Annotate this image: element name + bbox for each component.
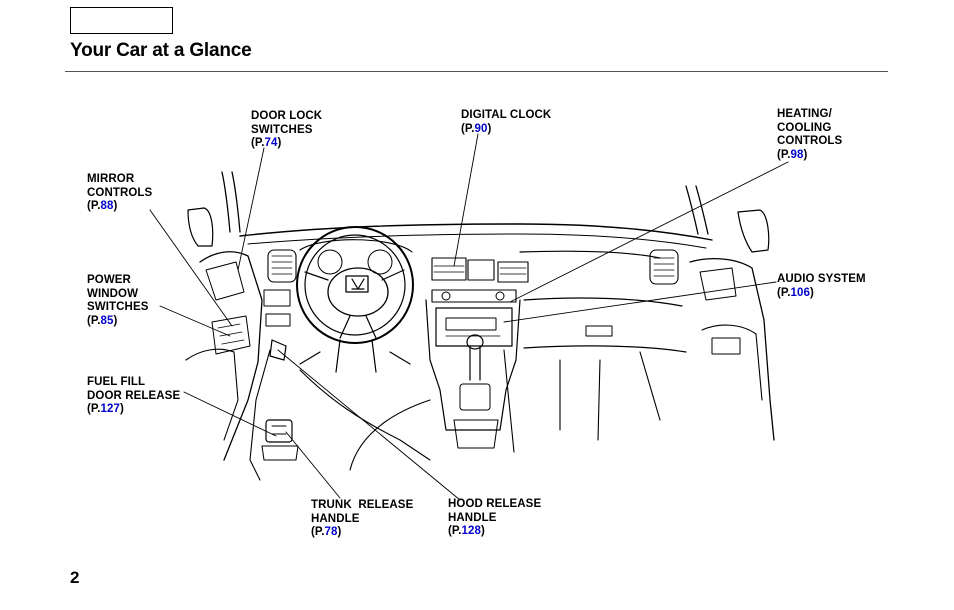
- callout-line: COOLING: [777, 121, 832, 134]
- page-ref: (P.127): [87, 403, 124, 415]
- callout-line: CONTROLS: [777, 135, 843, 147]
- callout-line: WINDOW: [87, 287, 139, 300]
- callout-fuel-fill-door-release: FUEL FILL DOOR RELEASE (P.127): [87, 376, 180, 417]
- callout-line: HOOD RELEASE: [448, 498, 542, 510]
- page-ref: (P.128): [448, 525, 485, 537]
- callout-line: HANDLE: [448, 511, 497, 524]
- page-ref-link[interactable]: 90: [474, 122, 488, 135]
- callout-line: DOOR RELEASE: [87, 389, 181, 402]
- page-ref-link[interactable]: 78: [324, 526, 338, 538]
- page-ref-link[interactable]: 128: [461, 525, 482, 537]
- page-title: Your Car at a Glance: [70, 40, 252, 61]
- page-ref-link[interactable]: 98: [790, 148, 804, 161]
- page-ref-link[interactable]: 88: [100, 200, 114, 212]
- callout-line: SWITCHES: [251, 123, 313, 136]
- callout-digital-clock: DIGITAL CLOCK (P.90): [461, 109, 551, 136]
- callout-audio-system: AUDIO SYSTEM (P.106): [777, 273, 866, 300]
- callout-heating-cooling-controls: HEATING/ COOLING CONTROLS (P.98): [777, 108, 842, 162]
- page-ref-link[interactable]: 74: [264, 137, 278, 149]
- page-ref: (P.106): [777, 286, 814, 299]
- page-ref: (P.78): [311, 526, 342, 538]
- callout-line: CONTROLS: [87, 186, 153, 199]
- callout-hood-release-handle: HOOD RELEASE HANDLE (P.128): [448, 498, 541, 539]
- page-number: 2: [70, 568, 80, 587]
- callout-power-window-switches: POWER WINDOW SWITCHES (P.85): [87, 274, 149, 328]
- page-ref-link[interactable]: 127: [100, 403, 121, 415]
- page-ref-link[interactable]: 106: [790, 286, 811, 299]
- section-tab-box: [70, 7, 173, 34]
- callout-line: AUDIO SYSTEM: [777, 273, 866, 285]
- callout-line: HEATING/: [777, 108, 832, 120]
- page-ref-link[interactable]: 85: [100, 314, 114, 327]
- page-ref: (P.98): [777, 148, 808, 161]
- callout-line: MIRROR: [87, 173, 135, 185]
- callout-line: SWITCHES: [87, 301, 149, 313]
- callout-line: POWER: [87, 274, 131, 286]
- page-ref: (P.88): [87, 200, 118, 212]
- header-rule: [65, 71, 888, 72]
- callout-mirror-controls: MIRROR CONTROLS (P.88): [87, 173, 152, 214]
- callout-line: HANDLE: [311, 512, 360, 525]
- callout-line: DIGITAL CLOCK: [461, 109, 552, 121]
- page-ref: (P.90): [461, 122, 492, 135]
- callout-line: DOOR LOCK: [251, 110, 323, 122]
- page-ref: (P.74): [251, 137, 282, 149]
- callout-trunk-release-handle: TRUNK RELEASE HANDLE (P.78): [311, 499, 413, 540]
- callout-door-lock-switches: DOOR LOCK SWITCHES (P.74): [251, 110, 322, 151]
- callout-line: FUEL FILL: [87, 376, 146, 388]
- callout-line: TRUNK RELEASE: [311, 499, 414, 511]
- page-ref: (P.85): [87, 314, 118, 327]
